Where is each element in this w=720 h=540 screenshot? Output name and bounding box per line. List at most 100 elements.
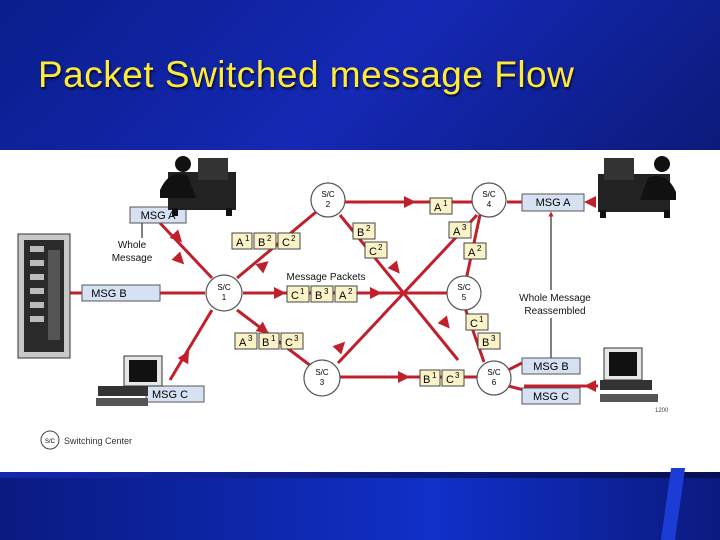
svg-text:A: A [236,237,244,249]
svg-text:2: 2 [378,243,383,252]
svg-text:B: B [423,374,430,386]
direction-arrows [169,196,596,392]
msg-b-left: MSG B [81,284,161,302]
svg-text:B: B [262,337,269,349]
svg-text:B: B [315,290,322,302]
svg-text:S/C: S/C [315,368,329,377]
svg-text:S/C: S/C [217,283,231,292]
svg-text:1: 1 [443,199,448,208]
person-right-icon [598,156,676,218]
footer-band [0,478,720,540]
svg-text:MSG A: MSG A [141,210,177,222]
svg-text:A: A [453,226,461,238]
svg-text:6: 6 [492,378,497,387]
svg-text:B: B [357,227,364,239]
switching-centers: S/C 1 S/C 2 S/C 3 S/C 4 S/C 5 S/C 6 [205,182,512,397]
svg-text:B: B [258,237,265,249]
svg-text:A: A [239,337,247,349]
svg-text:A: A [434,202,442,214]
svg-text:3: 3 [455,371,460,380]
svg-text:2: 2 [366,224,371,233]
svg-text:2: 2 [267,234,272,243]
msg-c-right: MSG C [521,387,581,405]
svg-text:2: 2 [348,287,353,296]
svg-text:S/C: S/C [482,190,496,199]
svg-text:2: 2 [477,244,482,253]
svg-text:C: C [446,374,454,386]
svg-text:MSG A: MSG A [536,197,572,209]
node-sc5: S/C 5 [446,275,482,311]
svg-text:1: 1 [271,334,276,343]
svg-text:S/C: S/C [457,283,471,292]
arrow-1 [169,229,183,243]
svg-text:1: 1 [222,293,227,302]
node-sc6: S/C 6 [476,360,512,396]
node-sc3: S/C 3 [303,359,341,397]
whole-message-label-1: Whole [118,240,147,251]
svg-text:MSG B: MSG B [533,361,568,373]
svg-text:5: 5 [462,293,467,302]
computer-right-icon [600,347,658,402]
svg-text:B: B [482,337,489,349]
slide-title: Packet Switched message Flow [38,54,575,95]
legend-text: Switching Center [64,436,132,446]
svg-text:1: 1 [245,234,250,243]
svg-text:3: 3 [320,378,325,387]
legend: S/C Switching Center [40,430,132,450]
footer-code: 1200 [655,408,669,414]
node-sc2: S/C 2 [310,182,346,218]
svg-text:C: C [285,337,293,349]
svg-text:C: C [470,318,478,330]
svg-text:A: A [468,247,476,259]
svg-text:S/C: S/C [487,368,501,377]
link-sc6-msgb [507,360,525,372]
packet-flow-diagram: S/C 1 S/C 2 S/C 3 S/C 4 S/C 5 S/C 6 MSG … [17,156,676,450]
svg-text:S/C: S/C [321,190,335,199]
reassembled-label-2: Reassembled [524,306,585,317]
diagram-panel: S/C 1 S/C 2 S/C 3 S/C 4 S/C 5 S/C 6 MSG … [0,150,720,472]
link-msgc-sc1 [168,309,214,381]
server-rack-icon [17,233,71,359]
svg-text:2: 2 [291,234,296,243]
msg-c-left: MSG C [145,385,205,403]
legend-symbol: S/C [45,439,56,445]
node-sc1: S/C 1 [205,274,243,312]
svg-text:3: 3 [462,223,467,232]
svg-text:3: 3 [491,334,496,343]
msg-b-right: MSG B [521,357,581,375]
svg-text:3: 3 [324,287,329,296]
svg-text:MSG B: MSG B [91,288,126,300]
link-msga-sc1 [158,221,214,280]
svg-text:2: 2 [326,200,331,209]
whole-message-label-2: Message [112,253,153,264]
diagram-labels: Whole Message Message Packets Whole Mess… [112,240,592,317]
svg-text:3: 3 [248,334,253,343]
link-sc3-sc4 [336,213,479,365]
message-packets-label: Message Packets [287,272,366,283]
person-left-icon [160,156,236,216]
svg-text:1: 1 [432,371,437,380]
svg-text:3: 3 [294,334,299,343]
reassembled-label-1: Whole Message [519,293,591,304]
svg-text:MSG C: MSG C [533,391,569,403]
svg-text:C: C [291,290,299,302]
node-sc4: S/C 4 [471,182,507,218]
svg-text:A: A [339,290,347,302]
link-sc6-msgc [507,384,525,392]
svg-text:C: C [282,237,290,249]
computer-left-icon [96,355,163,406]
message-boxes: MSG A MSG B MSG C MSG A MSG B MSG C [81,193,585,405]
svg-text:1: 1 [300,287,305,296]
svg-text:MSG C: MSG C [152,389,188,401]
svg-text:1: 1 [479,315,484,324]
msg-a-right: MSG A [521,193,585,212]
reassembly-pointers [141,211,554,358]
